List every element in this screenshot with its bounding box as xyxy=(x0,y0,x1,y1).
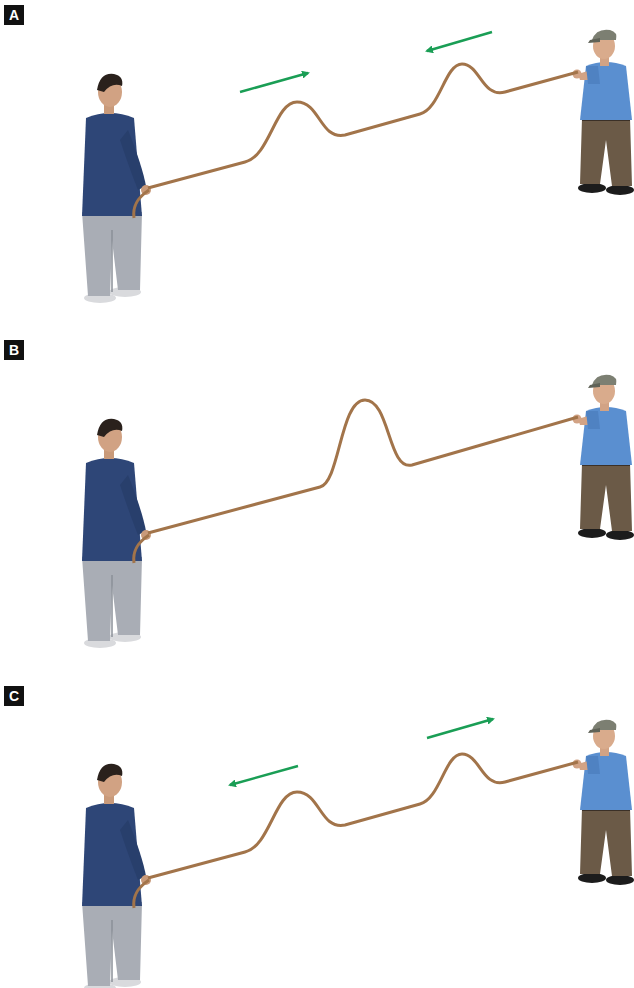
panel-letter: B xyxy=(4,340,24,360)
panel-letter: C xyxy=(4,686,24,706)
panel-letter: A xyxy=(4,5,24,25)
